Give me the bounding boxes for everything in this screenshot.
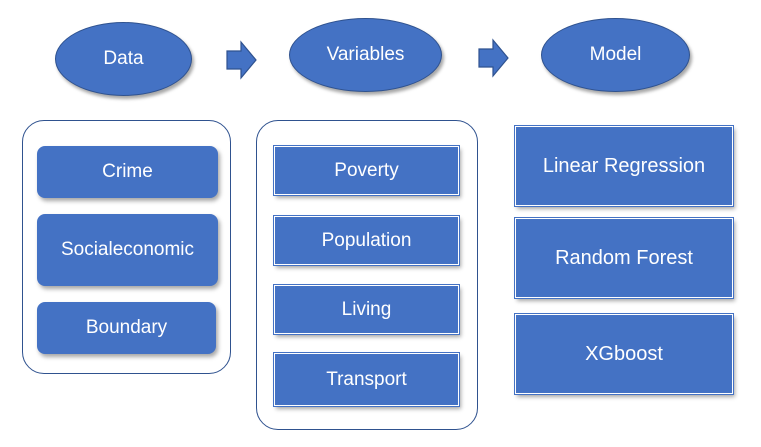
data-item-socialeconomic: Socialeconomic <box>37 214 218 286</box>
variable-item-population: Population <box>273 215 460 266</box>
model-item-label: XGboost <box>585 342 663 365</box>
variable-item-poverty: Poverty <box>273 145 460 196</box>
model-item-label: Linear Regression <box>542 154 706 177</box>
model-item-random-forest: Random Forest <box>514 217 734 299</box>
variables-header-label: Variables <box>326 44 405 65</box>
arrow-right-icon <box>226 40 257 80</box>
data-header-label: Data <box>103 48 144 69</box>
variable-item-label: Living <box>341 298 392 320</box>
variable-item-label: Population <box>321 229 412 251</box>
variables-header: Variables <box>289 18 442 92</box>
variable-item-label: Transport <box>326 368 407 390</box>
model-item-xgboost: XGboost <box>514 313 734 395</box>
data-item-crime: Crime <box>37 146 218 198</box>
data-item-boundary: Boundary <box>37 302 216 354</box>
arrow-right-icon <box>478 38 509 78</box>
variable-item-transport: Transport <box>273 352 460 407</box>
data-item-label: Socialeconomic <box>60 239 195 260</box>
model-header: Model <box>541 18 690 92</box>
data-header: Data <box>55 22 192 96</box>
variable-item-label: Poverty <box>334 159 399 181</box>
model-header-label: Model <box>589 44 642 65</box>
variable-item-living: Living <box>273 284 460 335</box>
data-item-label: Crime <box>102 161 153 182</box>
model-item-linear-regression: Linear Regression <box>514 125 734 207</box>
data-item-label: Boundary <box>85 317 168 338</box>
model-item-label: Random Forest <box>555 246 693 269</box>
